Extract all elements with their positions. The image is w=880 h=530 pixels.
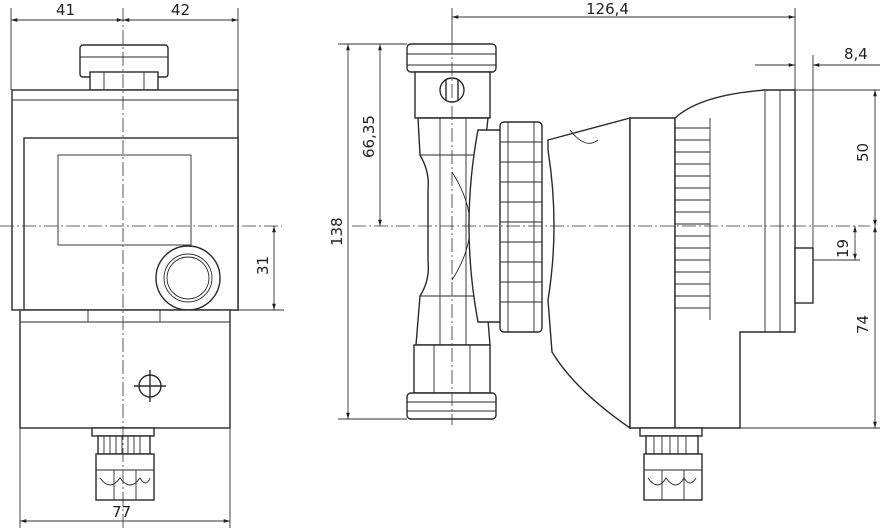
- lower-box: [19, 309, 231, 429]
- dim-66-35-label: 66,35: [360, 115, 378, 158]
- dim-19-label: 19: [834, 239, 852, 258]
- side-view: 126,4 8,4 138 66,35 50 19 74: [328, 0, 880, 501]
- dim-right-stack: [740, 89, 880, 429]
- dim-138-66: [338, 43, 407, 420]
- dim-77-label: 77: [112, 503, 131, 521]
- side-cable-gland: [639, 427, 703, 501]
- dim-77: [19, 428, 231, 528]
- side-motor-housing: [547, 89, 814, 430]
- dim-50-label: 50: [854, 143, 872, 162]
- dim-41-label: 41: [56, 1, 75, 19]
- dim-41-42: [10, 8, 239, 90]
- dim-31: [220, 226, 284, 311]
- screw-icon: [134, 370, 166, 402]
- ribbed-ring: [499, 121, 543, 333]
- side-bottom-union: [406, 344, 497, 420]
- dim-126-4: [451, 8, 796, 90]
- top-union: [79, 44, 169, 91]
- dim-42-label: 42: [171, 1, 190, 19]
- control-knob: [155, 245, 221, 311]
- dim-8-4: [755, 55, 880, 248]
- dim-74-label: 74: [854, 315, 872, 334]
- side-top-union: [406, 43, 497, 119]
- dim-138-label: 138: [328, 217, 346, 246]
- dim-126-4-label: 126,4: [586, 0, 629, 18]
- dim-31-label: 31: [254, 256, 272, 275]
- front-view: 41 42 31 77: [0, 1, 284, 528]
- dim-8-4-label: 8,4: [844, 45, 868, 63]
